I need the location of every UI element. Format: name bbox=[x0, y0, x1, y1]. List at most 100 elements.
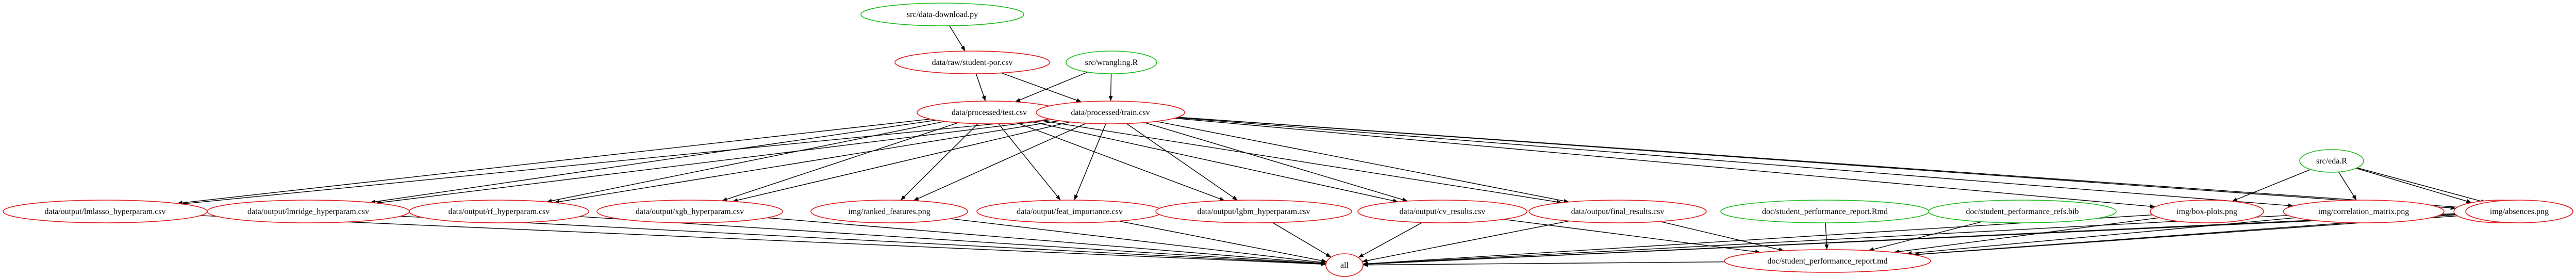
edge-ranked-to-all bbox=[950, 218, 1326, 265]
edge-box_plots-to-report_md bbox=[1893, 217, 2159, 254]
edge-test_csv-to-feat_imp bbox=[998, 123, 1061, 201]
node-train_csv: data/processed/train.csv bbox=[1036, 101, 1185, 124]
node-label-report_rmd: doc/student_performance_report.Rmd bbox=[1762, 207, 1888, 216]
node-label-cv_results: data/output/cv_results.csv bbox=[1400, 207, 1486, 216]
node-ellipse-final_results bbox=[1528, 200, 1707, 223]
node-test_csv: data/processed/test.csv bbox=[917, 101, 1062, 124]
node-label-all: all bbox=[1340, 261, 1349, 270]
node-ellipse-all bbox=[1325, 253, 1364, 277]
edge-test_csv-to-xgb_hp bbox=[722, 122, 959, 202]
edge-train_csv-to-ranked bbox=[913, 123, 1087, 201]
node-rf_hp: data/output/rf_hyperparam.csv bbox=[409, 200, 589, 223]
node-report_rmd: doc/student_performance_report.Rmd bbox=[1720, 200, 1930, 223]
node-label-train_csv: data/processed/train.csv bbox=[1071, 108, 1150, 117]
node-label-ranked: img/ranked_features.png bbox=[848, 207, 930, 216]
node-absences: img/absences.png bbox=[2465, 200, 2573, 223]
node-label-test_csv: data/processed/test.csv bbox=[952, 108, 1027, 117]
node-data_download: src/data-download.py bbox=[860, 3, 1024, 26]
node-ellipse-xgb_hp bbox=[596, 200, 783, 223]
node-layer: src/data-download.py data/raw/student-por… bbox=[3, 3, 2573, 277]
node-label-xgb_hp: data/output/xgb_hyperparam.csv bbox=[636, 207, 744, 216]
edge-corr_matrix-to-report_md bbox=[1906, 217, 2297, 255]
edge-train_csv-to-feat_imp bbox=[1074, 123, 1106, 201]
edge-test_csv-to-lmlasso bbox=[177, 119, 931, 205]
edge-eda-to-g3_hist bbox=[2356, 168, 2472, 203]
edge-train_csv-to-corr_matrix bbox=[1176, 117, 2294, 208]
edge-absences-to-all bbox=[1362, 213, 2467, 266]
edge-test_csv-to-ranked bbox=[900, 123, 978, 201]
node-ellipse-report_md bbox=[1724, 249, 1931, 273]
edge-train_csv-to-rf_hp bbox=[554, 120, 1060, 204]
node-label-final_results: data/output/final_results.csv bbox=[1571, 207, 1665, 216]
node-ellipse-raw_student bbox=[894, 51, 1050, 74]
edge-test_csv-to-final_results bbox=[1040, 120, 1562, 204]
node-ellipse-lgbm_hp bbox=[1155, 200, 1352, 223]
edge-train_csv-to-xgb_hp bbox=[732, 121, 1070, 203]
edge-train_csv-to-final_results bbox=[1156, 121, 1569, 203]
edge-test_csv-to-cv_results bbox=[1031, 121, 1399, 203]
edge-raw_student-to-train_csv bbox=[1001, 72, 1082, 103]
node-ellipse-eda bbox=[2299, 149, 2364, 173]
node-label-rf_hp: data/output/rf_hyperparam.csv bbox=[448, 207, 550, 216]
node-corr_matrix: img/correlation_matrix.png bbox=[2283, 200, 2445, 223]
node-label-absences: img/absences.png bbox=[2490, 207, 2549, 216]
edge-test_csv-to-lgbm_hp bbox=[1017, 122, 1225, 201]
node-feat_imp: data/output/feat_importance.csv bbox=[976, 200, 1163, 223]
edge-lmridge-to-all bbox=[400, 216, 1326, 266]
edge-train_csv-to-lmlasso bbox=[181, 118, 1049, 206]
edge-corr_matrix-to-all bbox=[1362, 215, 2288, 266]
node-ellipse-box_plots bbox=[2150, 200, 2264, 223]
node-lmlasso: data/output/lmlasso_hyperparam.csv bbox=[3, 200, 208, 223]
node-eda: src/eda.R bbox=[2299, 149, 2364, 173]
edge-report_rmd-to-report_md bbox=[1824, 222, 1829, 250]
edge-final_results-to-report_md bbox=[1659, 221, 1784, 252]
edge-xgb_hp-to-all bbox=[767, 217, 1326, 266]
node-ellipse-ranked bbox=[810, 200, 968, 223]
node-box_plots: img/box-plots.png bbox=[2150, 200, 2264, 223]
edge-train_csv-to-cv_results bbox=[1144, 122, 1408, 202]
node-ellipse-wrangling bbox=[1066, 51, 1157, 74]
node-label-raw_student: data/raw/student-por.csv bbox=[932, 58, 1013, 67]
edge-eda-to-box_plots bbox=[2232, 169, 2311, 202]
node-label-refs_bib: doc/student_performance_refs.bib bbox=[1966, 207, 2079, 216]
edge-wrangling-to-train_csv bbox=[1108, 73, 1113, 102]
edge-train_csv-to-lmridge bbox=[376, 119, 1053, 205]
node-report_md: doc/student_performance_report.md bbox=[1724, 249, 1931, 273]
node-lmridge: data/output/lmridge_hyperparam.csv bbox=[207, 200, 410, 223]
edge-report_md-to-all bbox=[1362, 261, 1725, 267]
node-label-lmlasso: data/output/lmlasso_hyperparam.csv bbox=[44, 207, 165, 216]
node-cv_results: data/output/cv_results.csv bbox=[1357, 200, 1527, 223]
node-ellipse-absences bbox=[2465, 200, 2573, 223]
edge-lmlasso-to-all bbox=[200, 215, 1326, 267]
edge-train_csv-to-absences bbox=[1177, 117, 2469, 210]
node-ellipse-data_download bbox=[860, 3, 1024, 26]
node-ellipse-refs_bib bbox=[1928, 200, 2117, 223]
node-label-feat_imp: data/output/feat_importance.csv bbox=[1017, 207, 1123, 216]
node-ellipse-rf_hp bbox=[409, 200, 589, 223]
edge-final_results-to-all bbox=[1362, 220, 1570, 263]
edge-lgbm_hp-to-all bbox=[1272, 222, 1332, 258]
node-lgbm_hp: data/output/lgbm_hyperparam.csv bbox=[1155, 200, 1352, 223]
edge-cv_results-to-report_md bbox=[1503, 219, 1761, 254]
node-refs_bib: doc/student_performance_refs.bib bbox=[1928, 200, 2117, 223]
edge-layer bbox=[177, 25, 2486, 267]
node-ellipse-train_csv bbox=[1036, 101, 1185, 124]
node-label-lgbm_hp: data/output/lgbm_hyperparam.csv bbox=[1197, 207, 1310, 216]
node-label-data_download: src/data-download.py bbox=[907, 10, 978, 19]
edge-cv_results-to-all bbox=[1358, 222, 1423, 258]
node-all: all bbox=[1325, 253, 1364, 277]
node-final_results: data/output/final_results.csv bbox=[1528, 200, 1707, 223]
edge-rf_hp-to-all bbox=[579, 216, 1326, 266]
edge-train_csv-to-lgbm_hp bbox=[1126, 123, 1238, 201]
edge-eda-to-absences bbox=[2357, 167, 2486, 203]
node-label-box_plots: img/box-plots.png bbox=[2176, 207, 2237, 216]
edge-wrangling-to-test_csv bbox=[1015, 72, 1088, 103]
edge-test_csv-to-lmridge bbox=[370, 120, 937, 204]
node-ranked: img/ranked_features.png bbox=[810, 200, 968, 223]
edge-feat_imp-to-all bbox=[1119, 220, 1327, 263]
node-ellipse-cv_results bbox=[1357, 200, 1527, 223]
edge-raw_student-to-test_csv bbox=[975, 73, 986, 102]
edge-train_csv-to-box_plots bbox=[1174, 118, 2155, 209]
node-xgb_hp: data/output/xgb_hyperparam.csv bbox=[596, 200, 783, 223]
